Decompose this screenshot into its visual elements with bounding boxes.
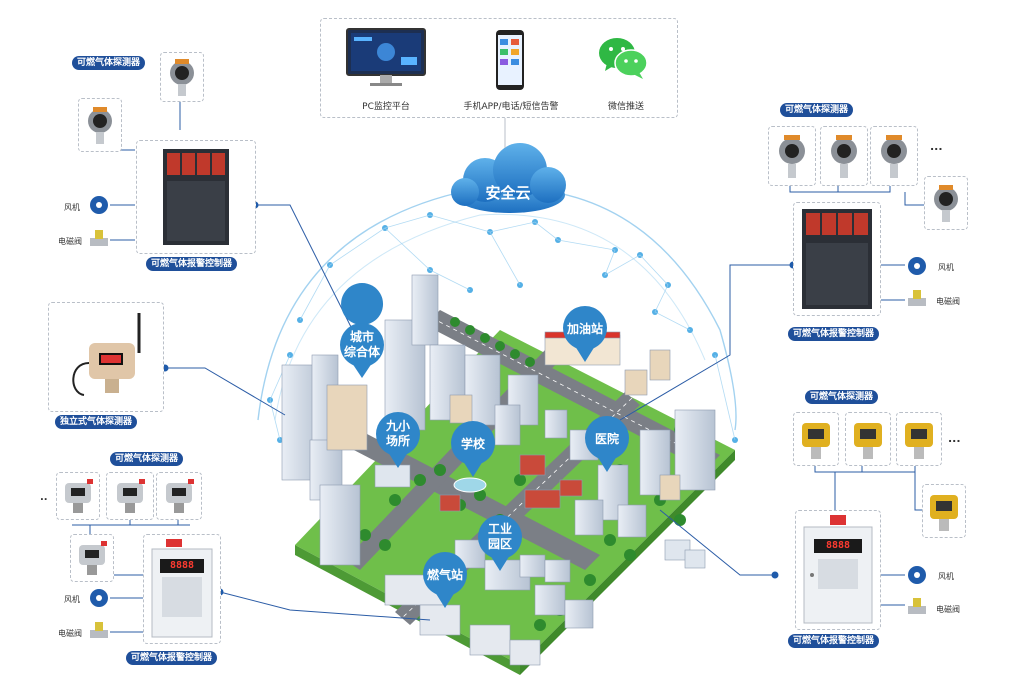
- monitoring-panel: PC监控平台 手机APP/电话/短信告警 微信推送: [320, 18, 678, 118]
- pin-hospital[interactable]: 医院: [585, 416, 629, 472]
- right-bottom-detector-box-2: [845, 412, 891, 466]
- left-bottom-detector-box-2: [106, 472, 154, 520]
- gas-detector-icon: [905, 423, 933, 459]
- right-top-detector-box-4: [924, 176, 968, 230]
- left-top-valve-label: 电磁阀: [58, 237, 82, 246]
- right-top-controller-box: [793, 202, 881, 316]
- pin-city-complex-line1: 城市: [350, 329, 374, 344]
- right-top-detector-box-2: [820, 126, 868, 186]
- pin-city-complex-line2: 综合体: [344, 344, 381, 359]
- gas-detector-icon: [934, 185, 958, 222]
- pin-small-venue-line2: 场所: [386, 433, 410, 448]
- left-bottom-controller-display: 8888: [169, 560, 195, 571]
- left-top-detector-box-2: [78, 98, 122, 152]
- pin-gas-station[interactable]: 加油站: [563, 306, 607, 362]
- gas-detector-icon: [779, 135, 805, 178]
- left-bottom-detector-title: 可燃气体探测器: [110, 452, 184, 466]
- right-top-controller-title: 可燃气体报警控制器: [788, 327, 880, 341]
- fan-icon: [90, 196, 108, 214]
- right-bottom-controller-display: 8888: [825, 540, 851, 551]
- pin-school[interactable]: 学校: [451, 421, 495, 477]
- fan-icon: [908, 566, 926, 584]
- right-top-detector-box-3: [870, 126, 918, 186]
- right-top-valve-label: 电磁阀: [936, 297, 960, 306]
- right-bottom-fan-label: 风机: [938, 572, 954, 581]
- cloud-shape: [451, 143, 566, 213]
- pin-small-venue-line1: 九小: [385, 418, 410, 433]
- right-top-fan-label: 风机: [938, 263, 954, 272]
- gas-detector-icon: [854, 423, 882, 459]
- pin-city-complex[interactable]: 城市 综合体: [340, 283, 384, 378]
- gas-detector-icon: [166, 479, 194, 513]
- pin-gas-plant[interactable]: 燃气站: [423, 552, 467, 608]
- right-top-detector-title: 可燃气体探测器: [780, 103, 854, 117]
- gas-detector-icon: [802, 423, 830, 459]
- solenoid-valve-icon: [90, 622, 108, 638]
- left-bottom-detector-box-4: [70, 534, 114, 582]
- pc-platform-label: PC监控平台: [362, 102, 410, 112]
- alarm-controller-cabinet-icon: [802, 209, 872, 309]
- solenoid-valve-icon: [908, 290, 926, 306]
- right-top-ellipsis: ...: [930, 140, 943, 153]
- right-bottom-detector-box-1: [793, 412, 839, 466]
- left-bottom-fan-label: 风机: [64, 595, 80, 604]
- alarm-controller-panel-icon: [151, 539, 213, 638]
- left-top-detector-title: 可燃气体探测器: [72, 56, 146, 70]
- left-bottom-detector-box-3: [156, 472, 202, 520]
- right-bottom-controller-title: 可燃气体报警控制器: [788, 634, 880, 648]
- pin-gas-station-label: 加油站: [566, 321, 603, 336]
- gas-detector-icon: [117, 479, 145, 513]
- gas-detector-icon: [170, 59, 194, 96]
- standalone-detector-box: [48, 302, 164, 412]
- left-top-fan-label: 风机: [64, 203, 80, 212]
- fan-icon: [90, 589, 108, 607]
- gas-detector-icon: [88, 107, 112, 144]
- standalone-detector-icon: [72, 313, 141, 396]
- pin-industrial-park-line1: 工业: [488, 521, 512, 536]
- left-bottom-controller-box: 8888: [143, 534, 221, 644]
- connector-lines: [72, 100, 925, 633]
- gas-detector-icon: [79, 541, 107, 575]
- left-bottom-valve-label: 电磁阀: [58, 629, 82, 638]
- pin-industrial-park-line2: 园区: [488, 537, 512, 551]
- mobile-app-label: 手机APP/电话/短信告警: [463, 102, 559, 112]
- pin-gas-plant-label: 燃气站: [427, 567, 463, 582]
- right-bottom-detector-box-4: [922, 484, 966, 538]
- alarm-controller-panel-icon: [803, 515, 873, 624]
- standalone-detector-title: 独立式气体探测器: [55, 415, 138, 429]
- right-bottom-ellipsis: ...: [948, 432, 961, 445]
- wechat-icon: [599, 38, 648, 79]
- school-track: [453, 477, 487, 493]
- gas-detector-icon: [831, 135, 857, 178]
- gas-detector-icon: [930, 495, 958, 531]
- solenoid-valve-icon: [908, 598, 926, 614]
- cloud-label: 安全云: [485, 184, 530, 202]
- right-bottom-detector-box-3: [896, 412, 942, 466]
- left-bottom-detector-box-1: [56, 472, 100, 520]
- right-bottom-detector-title: 可燃气体探测器: [805, 390, 879, 404]
- wechat-push-label: 微信推送: [607, 102, 644, 112]
- fan-icon: [908, 257, 926, 275]
- buildings: [281, 274, 716, 666]
- gas-detector-icon: [65, 479, 93, 513]
- right-top-detector-box-1: [768, 126, 816, 186]
- dome-arc-inner: [274, 213, 706, 421]
- left-bottom-controller-title: 可燃气体报警控制器: [126, 651, 218, 665]
- pin-industrial-park[interactable]: 工业 园区: [478, 515, 522, 571]
- left-bottom-ellipsis: ..: [40, 492, 48, 503]
- left-top-controller-title: 可燃气体报警控制器: [146, 257, 238, 271]
- alarm-controller-cabinet-icon: [163, 149, 229, 245]
- solenoid-valve-icon: [90, 230, 108, 246]
- right-bottom-controller-box: 8888: [795, 510, 881, 630]
- gas-detector-icon: [881, 135, 907, 178]
- right-bottom-valve-label: 电磁阀: [936, 605, 960, 614]
- pc-monitor-icon: [346, 28, 426, 86]
- pin-school-label: 学校: [461, 436, 486, 451]
- mobile-phone-icon: [496, 30, 524, 90]
- left-top-detector-box-1: [160, 52, 204, 102]
- pin-hospital-label: 医院: [595, 431, 619, 446]
- left-top-controller-box: [136, 140, 256, 254]
- pin-small-venue[interactable]: 九小 场所: [376, 412, 420, 468]
